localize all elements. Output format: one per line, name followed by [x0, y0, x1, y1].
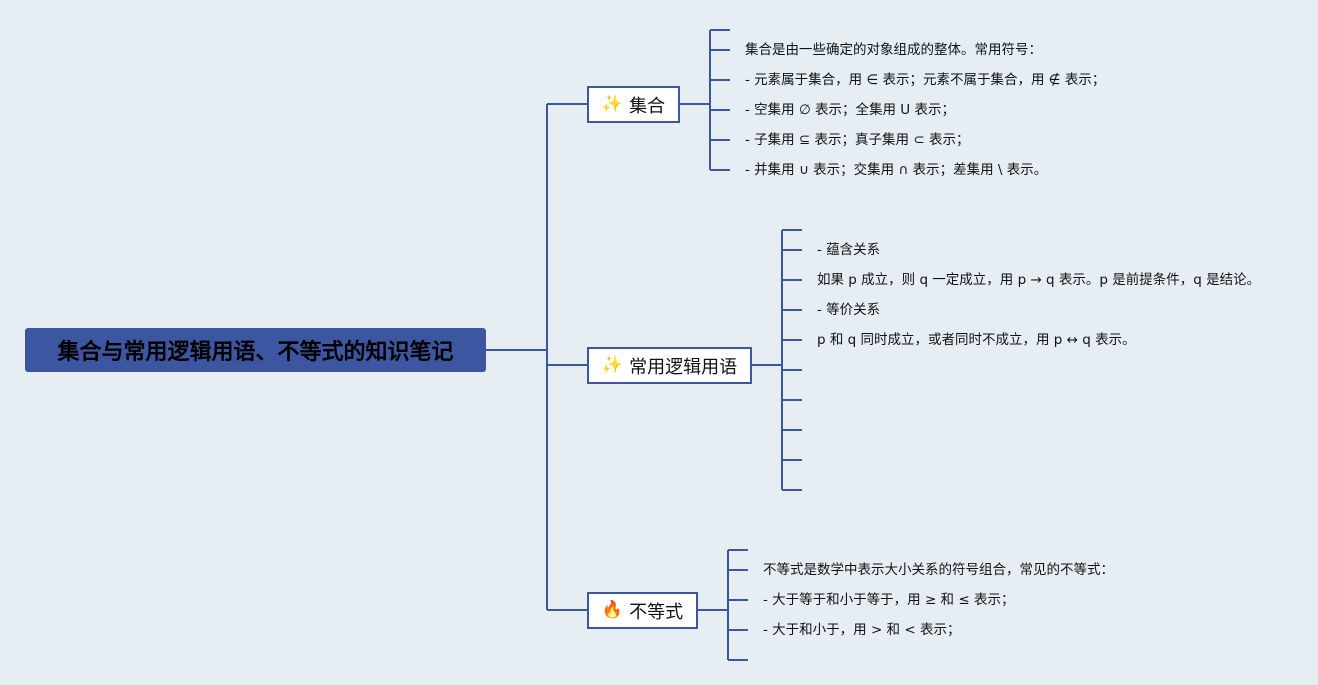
leaf-text: - 子集用 ⊆ 表示；真子集用 ⊂ 表示；	[743, 130, 972, 150]
root-topic[interactable]: 集合与常用逻辑用语、不等式的知识笔记	[25, 328, 486, 372]
leaf-text: 集合是由一些确定的对象组成的整体。常用符号：	[743, 40, 1044, 60]
sparkle-icon: ✨	[601, 355, 624, 375]
leaf-text: p 和 q 同时成立，或者同时不成立，用 p ↔ q 表示。	[815, 330, 1138, 350]
leaf-text: - 元素属于集合，用 ∈ 表示；元素不属于集合，用 ∉ 表示；	[743, 70, 1108, 90]
leaf-text: - 等价关系	[815, 300, 883, 320]
branch-node-logic[interactable]: ✨ 常用逻辑用语	[587, 347, 752, 384]
leaf-text: 不等式是数学中表示大小关系的符号组合，常见的不等式：	[761, 560, 1116, 580]
branch-label: 常用逻辑用语	[629, 356, 738, 378]
leaf-text: - 蕴含关系	[815, 240, 883, 260]
branch-node-sets[interactable]: ✨ 集合	[587, 86, 680, 123]
root-title: 集合与常用逻辑用语、不等式的知识笔记	[57, 340, 454, 365]
branch-label: 集合	[629, 95, 666, 117]
sparkle-icon: ✨	[601, 94, 624, 114]
leaf-text: - 空集用 ∅ 表示；全集用 U 表示；	[743, 100, 957, 120]
branch-label: 不等式	[629, 601, 684, 623]
leaf-text: - 大于等于和小于等于，用 ≥ 和 ≤ 表示；	[761, 590, 1017, 610]
leaf-text: 如果 p 成立，则 q 一定成立，用 p → q 表示。p 是前提条件，q 是结…	[815, 270, 1263, 290]
leaf-text: - 大于和小于，用 > 和 < 表示；	[761, 620, 963, 640]
fire-icon: 🔥	[601, 600, 624, 620]
leaf-text: - 并集用 ∪ 表示；交集用 ∩ 表示；差集用 \ 表示。	[743, 160, 1050, 180]
branch-node-inequality[interactable]: 🔥 不等式	[587, 592, 698, 629]
